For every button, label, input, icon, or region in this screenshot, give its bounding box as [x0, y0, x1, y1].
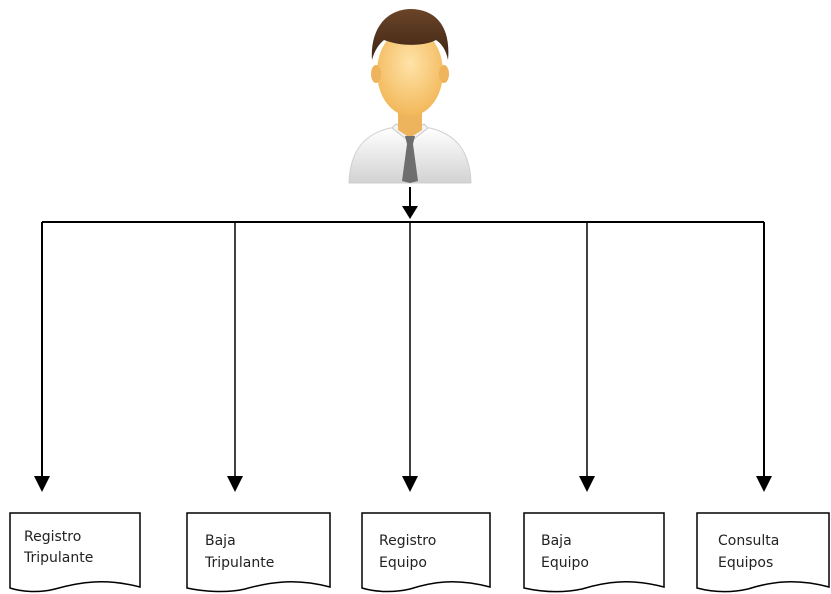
arrow-2 — [227, 476, 243, 492]
connectors — [34, 187, 772, 492]
document-baja-equipo[interactable]: Baja Equipo — [523, 512, 665, 593]
document-label-line1: Registro — [24, 529, 81, 545]
document-baja-tripulante[interactable]: Baja Tripulante — [186, 512, 331, 593]
document-label-line2: Equipo — [541, 555, 589, 571]
user-avatar-icon — [348, 9, 472, 184]
document-label-line1: Baja — [205, 533, 236, 549]
top-arrowhead — [402, 206, 418, 219]
document-registro-equipo[interactable]: Registro Equipo — [361, 512, 491, 593]
document-label-line2: Equipos — [718, 555, 773, 571]
document-label-line2: Tripulante — [23, 550, 93, 566]
document-label-line2: Tripulante — [204, 555, 274, 571]
arrow-5 — [756, 476, 772, 492]
document-label-line1: Baja — [541, 533, 572, 549]
arrow-4 — [579, 476, 595, 492]
document-label-line2: Equipo — [379, 555, 427, 571]
arrow-3 — [402, 476, 418, 492]
document-consulta-equipos[interactable]: Consulta Equipos — [696, 512, 830, 593]
document-registro-tripulante[interactable]: Registro Tripulante — [9, 512, 141, 593]
document-label-line1: Registro — [379, 533, 436, 549]
arrow-1 — [34, 476, 50, 492]
document-label-line1: Consulta — [718, 533, 779, 549]
